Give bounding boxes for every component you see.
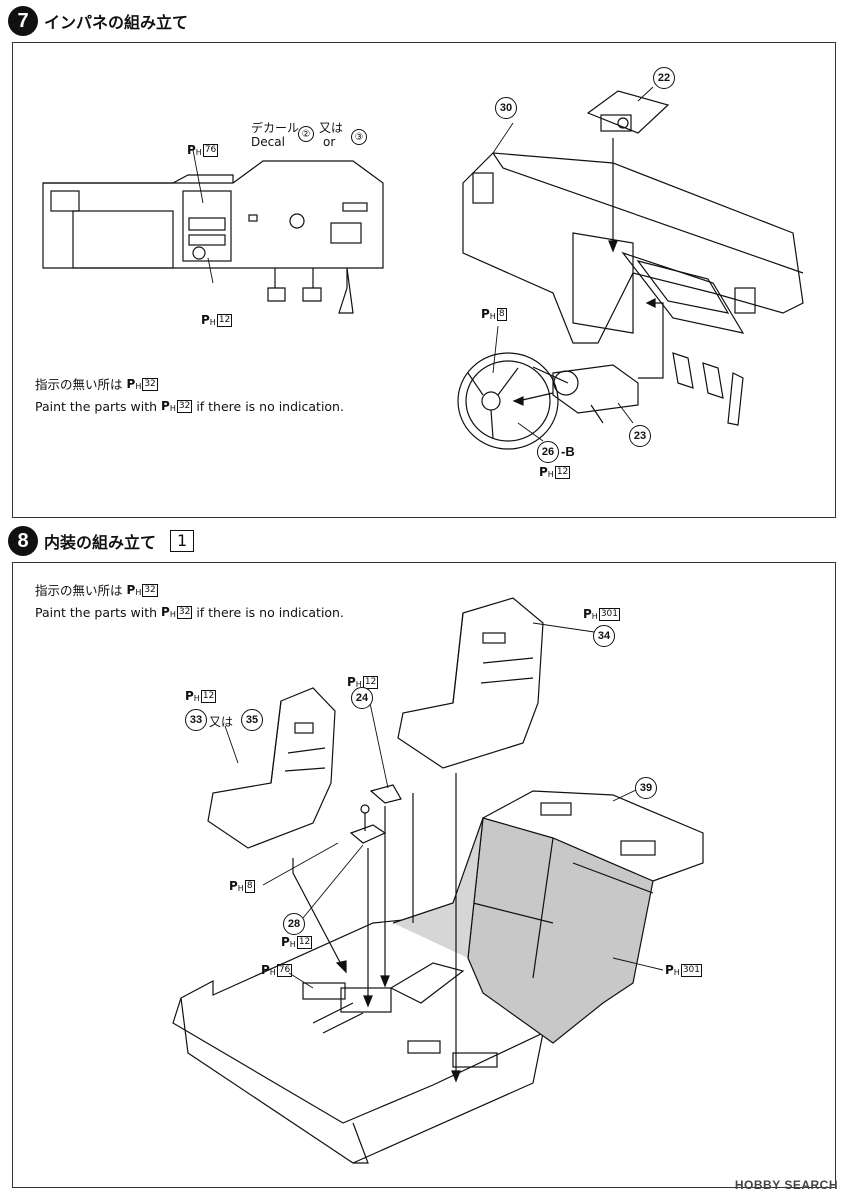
or-decal-number: ③ — [351, 129, 367, 145]
step7-title: インパネの組み立て — [44, 13, 189, 32]
step8-substep: 1 — [170, 530, 195, 552]
part-26: 26 — [537, 441, 559, 463]
step7-number: 7 — [8, 6, 38, 36]
part-28: 28 — [283, 913, 305, 935]
dashboard-front-view-diagram — [42, 86, 804, 450]
part-22: 22 — [653, 67, 675, 89]
part-39: 39 — [635, 777, 657, 799]
decal-number: ② — [298, 126, 314, 142]
part-34: 34 — [593, 625, 615, 647]
part-23: 23 — [629, 425, 651, 447]
part-33: 33 — [185, 709, 207, 731]
decal-label-en: Decal — [251, 135, 285, 149]
decal-label-jp: デカール — [251, 121, 300, 135]
or-label-jp: 又は — [319, 121, 344, 135]
watermark-text: HOBBY SEARCH — [734, 1178, 838, 1192]
step7-header: 7 インパネの組み立て — [8, 6, 188, 36]
step8-title: 内装の組み立て — [44, 533, 157, 552]
part-35: 35 — [241, 709, 263, 731]
part-24: 24 — [351, 687, 373, 709]
or-label-seat: 又は — [209, 715, 234, 729]
step8-number: 8 — [8, 526, 38, 556]
interior-assembly-diagram — [172, 597, 704, 1164]
step8-header: 8 内装の組み立て 1 — [8, 526, 195, 556]
part-26-suffix: -B — [561, 444, 575, 459]
or-label-en: or — [323, 135, 336, 149]
part-30: 30 — [495, 97, 517, 119]
